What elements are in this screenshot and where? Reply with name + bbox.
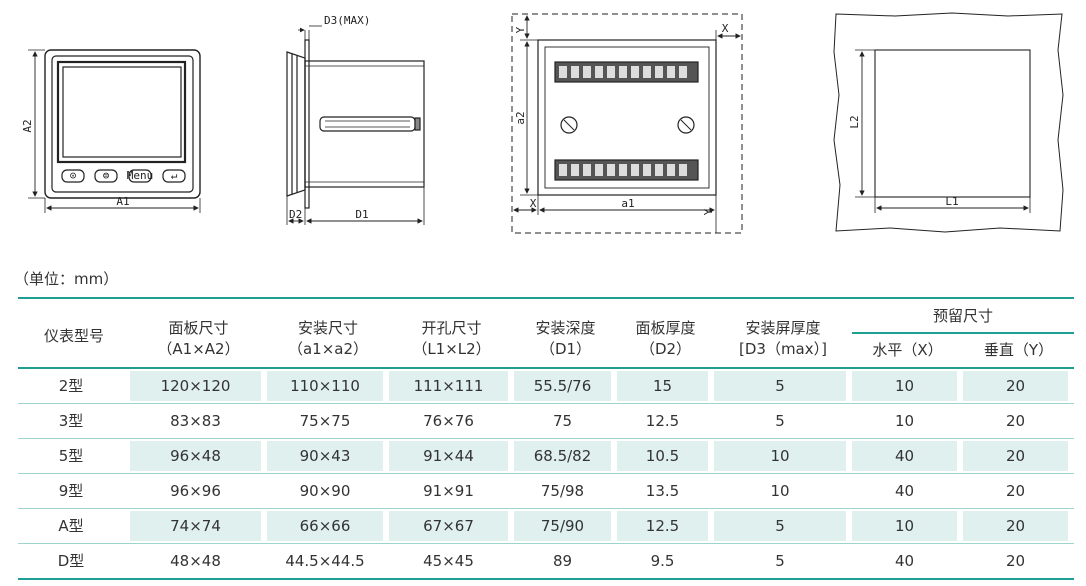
value-cell: 10 — [852, 369, 963, 403]
value-cell: 110×110 — [267, 369, 389, 403]
value-cell: 75×75 — [267, 403, 389, 438]
model-cell: A型 — [18, 508, 130, 543]
value-cell: 40 — [852, 543, 963, 580]
value-cell: 20 — [963, 369, 1074, 403]
model-cell: 2型 — [58, 377, 84, 395]
value-cell: 90×90 — [267, 473, 389, 508]
value-cell: 40 — [852, 473, 963, 508]
cutout-l1-label: L1 — [945, 195, 958, 208]
header-vertical: 垂直（Y） — [963, 332, 1075, 369]
value-cell: 5 — [714, 543, 852, 580]
rear-y-bottom-label: Y — [702, 208, 715, 215]
rear-x-bottom-label: X — [530, 197, 537, 210]
model-cell: 3型 — [18, 403, 130, 438]
value-cell: 55.5/76 — [514, 369, 617, 403]
value-cell: 75/98 — [514, 473, 617, 508]
value-cell: 10.5 — [617, 438, 714, 473]
header-panel-thickness: 面板厚度（D2） — [617, 297, 714, 369]
cutout-l2-label: L2 — [848, 115, 861, 128]
front-a2-label: A2 — [21, 119, 34, 132]
value-cell: 75 — [514, 403, 617, 438]
model-cell: 9型 — [18, 473, 130, 508]
value-cell: 10 — [714, 438, 852, 473]
rear-x-top-label: X — [722, 22, 729, 35]
model-cell: D型 — [18, 543, 130, 580]
side-d1-label: D1 — [355, 208, 368, 221]
value-cell: 20 — [963, 543, 1075, 580]
value-cell: 44.5×44.5 — [267, 543, 389, 580]
value-cell: 67×67 — [389, 508, 514, 543]
value-cell: 12.5 — [617, 403, 714, 438]
value-cell: 83×83 — [130, 403, 267, 438]
front-button-menu: Menu — [127, 169, 154, 182]
value-cell: 66×66 — [267, 508, 389, 543]
unit-note: （单位：mm） — [14, 270, 119, 288]
rear-terminal-blocks — [559, 66, 687, 176]
header-install-depth: 安装深度（D1） — [514, 297, 617, 369]
side-view-drawing — [286, 25, 425, 225]
value-cell: 5 — [714, 508, 852, 543]
value-cell: 76×76 — [389, 403, 514, 438]
value-cell: 90×43 — [267, 438, 389, 473]
value-cell: 96×96 — [130, 473, 267, 508]
value-cell: 75/90 — [514, 508, 617, 543]
header-reserved: 预留尺寸 — [852, 297, 1075, 332]
value-cell: 68.5/82 — [514, 438, 617, 473]
value-cell: 15 — [617, 369, 714, 403]
value-cell: 10 — [714, 473, 852, 508]
side-d3-label: D3(MAX) — [324, 14, 370, 27]
side-d2-label: D2 — [289, 208, 302, 221]
value-cell: 91×44 — [389, 438, 514, 473]
value-cell: 96×48 — [130, 438, 267, 473]
header-model: 仪表型号 — [18, 297, 130, 369]
dimension-table: 仪表型号 面板尺寸（A1×A2） 安装尺寸（a1×a2） 开孔尺寸（L1×L2）… — [18, 297, 1075, 580]
rear-a2-label: a2 — [514, 111, 527, 124]
front-button-enter: ↵ — [171, 169, 178, 182]
rear-a1-label: a1 — [621, 197, 634, 210]
front-button-2: ⊜ — [103, 169, 110, 182]
value-cell: 12.5 — [617, 508, 714, 543]
front-view-buttons: ⊙ — [70, 169, 77, 182]
value-cell: 20 — [963, 403, 1075, 438]
value-cell: 20 — [963, 438, 1075, 473]
value-cell: 5 — [714, 403, 852, 438]
value-cell: 10 — [852, 403, 963, 438]
value-cell: 9.5 — [617, 543, 714, 580]
header-horizontal: 水平（X） — [852, 332, 963, 369]
dimension-drawings: ⊙ ⊜ Menu ↵ A2 A1 D3(MAX) D2 D1 — [0, 0, 1086, 245]
model-cell: 5型 — [18, 438, 130, 473]
header-install-size: 安装尺寸（a1×a2） — [267, 297, 389, 369]
header-cutout-size: 开孔尺寸（L1×L2） — [389, 297, 514, 369]
rear-y-top-label: Y — [514, 26, 527, 33]
value-cell: 120×120 — [130, 369, 267, 403]
value-cell: 45×45 — [389, 543, 514, 580]
front-view-drawing — [28, 49, 201, 213]
value-cell: 111×111 — [389, 369, 514, 403]
header-screen-thickness: 安装屏厚度[D3（max）] — [714, 297, 852, 369]
cutout-view-drawing — [833, 12, 1064, 233]
value-cell: 10 — [852, 508, 963, 543]
front-a1-label: A1 — [116, 195, 129, 208]
header-panel-size: 面板尺寸（A1×A2） — [130, 297, 267, 369]
value-cell: 40 — [852, 438, 963, 473]
value-cell: 13.5 — [617, 473, 714, 508]
value-cell: 20 — [963, 508, 1075, 543]
value-cell: 91×91 — [389, 473, 514, 508]
value-cell: 74×74 — [130, 508, 267, 543]
value-cell: 89 — [514, 543, 617, 580]
value-cell: 5 — [714, 369, 852, 403]
value-cell: 48×48 — [130, 543, 267, 580]
value-cell: 20 — [963, 473, 1075, 508]
